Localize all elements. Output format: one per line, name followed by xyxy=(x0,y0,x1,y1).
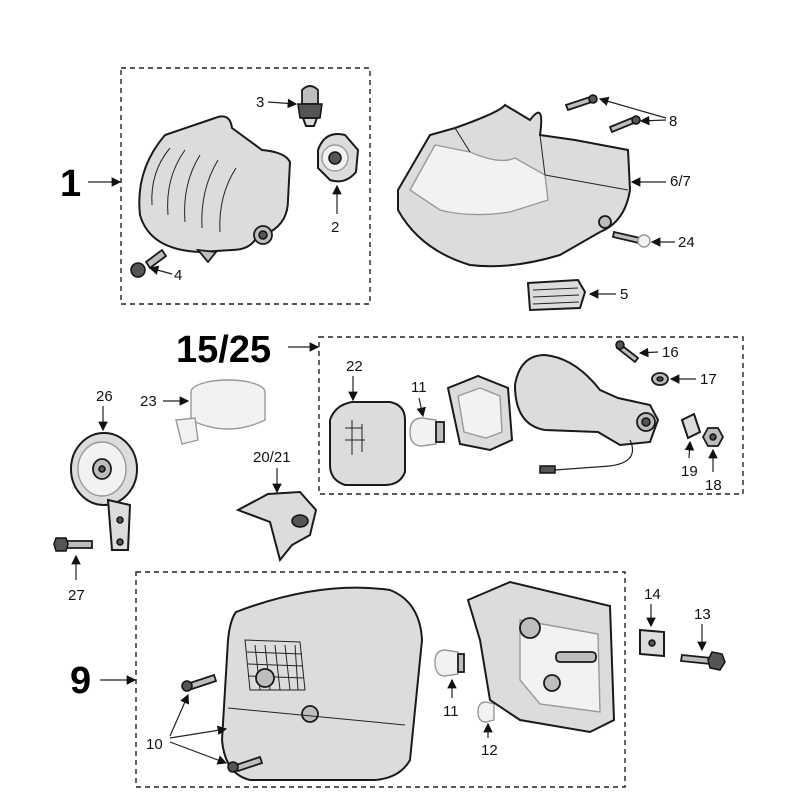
signal-lens-22 xyxy=(329,401,406,486)
headlight-housing xyxy=(138,115,292,264)
bolt-4 xyxy=(130,248,168,278)
label-14: 14 xyxy=(644,586,661,603)
group-label-9: 9 xyxy=(70,660,91,702)
label-24: 24 xyxy=(678,234,695,251)
group-box-15-25 xyxy=(318,336,744,495)
bulb-11-upper xyxy=(409,417,445,447)
horn-26 xyxy=(70,432,138,551)
headlight-unit-9 xyxy=(220,586,424,781)
buzzer-23 xyxy=(175,379,266,445)
label-11-lower: 11 xyxy=(443,703,459,720)
bolts-10 xyxy=(181,673,264,773)
bolt-27 xyxy=(53,537,93,552)
label-23: 23 xyxy=(140,393,157,410)
signal-housing xyxy=(446,374,514,452)
screw-16 xyxy=(615,340,640,364)
label-19: 19 xyxy=(681,463,698,480)
label-13: 13 xyxy=(694,606,711,623)
socket-2 xyxy=(317,133,360,183)
label-27: 27 xyxy=(68,587,85,604)
clip-14 xyxy=(639,628,665,658)
label-3: 3 xyxy=(256,94,264,111)
reflector-5 xyxy=(526,278,587,312)
headlight-fairing xyxy=(397,103,632,268)
bulb-socket-3 xyxy=(297,85,323,127)
label-4: 4 xyxy=(174,267,182,284)
label-5: 5 xyxy=(620,286,628,303)
nut-18 xyxy=(701,427,725,447)
bulb-11-lower xyxy=(434,649,465,677)
bracket-20-21 xyxy=(235,490,318,563)
bulb-12 xyxy=(477,701,495,723)
label-12: 12 xyxy=(481,742,498,759)
label-11-upper: 11 xyxy=(411,379,427,396)
screw-24 xyxy=(611,230,651,248)
group-label-1: 1 xyxy=(60,163,81,205)
headlight-bracket xyxy=(466,580,616,734)
label-6-7: 6/7 xyxy=(670,173,691,190)
screws-8 xyxy=(564,94,641,134)
label-8: 8 xyxy=(669,113,677,130)
label-22: 22 xyxy=(346,358,363,375)
label-20-21: 20/21 xyxy=(253,449,291,466)
signal-stalk xyxy=(513,353,660,474)
label-16: 16 xyxy=(662,344,679,361)
label-26: 26 xyxy=(96,388,113,405)
label-10: 10 xyxy=(146,736,163,753)
label-17: 17 xyxy=(700,371,717,388)
bolt-13 xyxy=(679,651,726,671)
group-label-15-25: 15/25 xyxy=(176,329,271,371)
label-18: 18 xyxy=(705,477,722,494)
washer-17 xyxy=(651,372,669,386)
label-2: 2 xyxy=(331,219,339,236)
spacer-19 xyxy=(680,412,702,440)
